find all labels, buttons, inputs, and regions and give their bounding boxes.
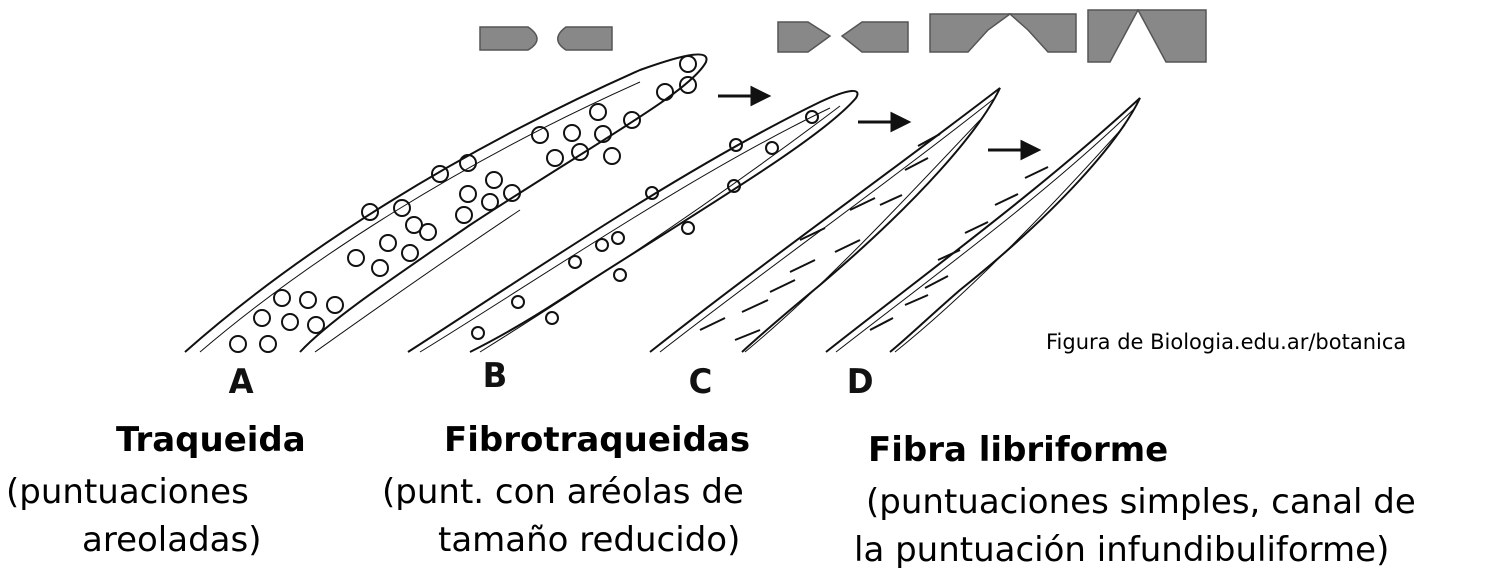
label-b: B [482,356,508,396]
pit-section-a [479,26,613,51]
fibrotracheid-cell [407,90,859,353]
pit-section-d [1087,9,1207,63]
figure-source: Figura de Biologia.edu.ar/botanica [1046,330,1407,354]
libriform-pits-d [869,166,1049,331]
label-a: A [228,362,254,402]
caption-a-title: Traqueida [116,420,306,460]
label-c: C [688,362,713,402]
caption-c-title: Fibra libriforme [868,430,1169,470]
caption-a-line1: (puntuaciones [6,472,249,512]
caption-c-line2: la puntuación infundibuliforme) [854,530,1390,570]
caption-b-line1: (punt. con aréolas de [382,472,744,512]
caption-b-line2: tamaño reducido) [438,520,741,560]
libriform-fibre-cell-d [825,97,1141,353]
caption-b-title: Fibrotraqueidas [444,420,751,460]
tracheid-pits [229,55,697,353]
caption-c-line1: (puntuaciones simples, canal de [866,482,1416,522]
fibrotracheid-pits [471,110,819,340]
arrow-icon [718,85,1042,161]
pit-section-c [929,13,1077,53]
pit-section-b [777,21,909,53]
tracheid-cell [184,53,708,353]
caption-a-line2: areoladas) [82,520,262,560]
libriform-fibre-cell-c [649,87,1001,353]
label-d: D [846,362,874,402]
libriform-pits-c [699,133,941,341]
